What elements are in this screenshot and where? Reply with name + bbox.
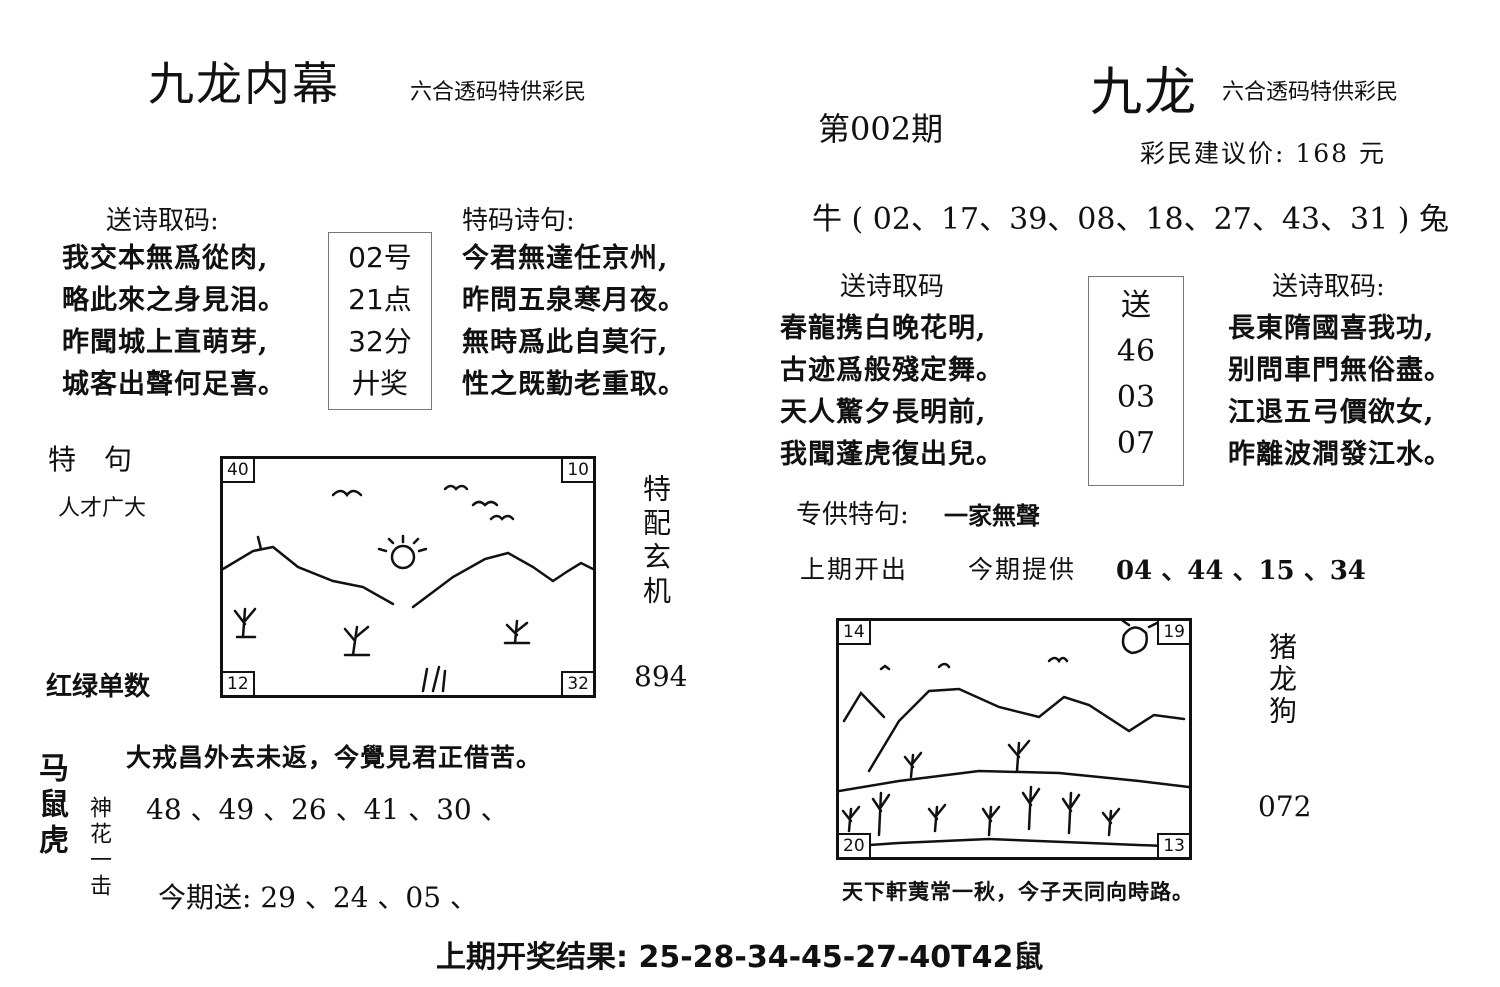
- poem-line: 略此來之身見泪。: [62, 285, 286, 316]
- left-verse-line: 大戎昌外去未返，今覺見君正借苦。: [126, 743, 543, 772]
- right-side-zodiac: 猪龙狗: [1265, 632, 1298, 728]
- picture-corner-bottom-right: 13: [1157, 833, 1189, 857]
- poem-line: 古迹爲般殘定舞。: [780, 355, 1004, 386]
- picture-corner-bottom-left: 20: [839, 833, 871, 857]
- poem-line: 天人驚夕長明前,: [780, 397, 987, 428]
- right-poem1: 春龍携白晚花明, 古迹爲般殘定舞。 天人驚夕長明前, 我聞蓬虎復出兒。: [780, 308, 1004, 476]
- draw-info-item: 21点: [348, 283, 412, 316]
- exclusive-text: 一家無聲: [944, 501, 1040, 530]
- send-box-item: 46: [1116, 334, 1156, 369]
- draw-info-item: 廾奖: [351, 367, 408, 400]
- picture-corner-bottom-right: 32: [561, 671, 593, 695]
- right-side-number: 072: [1258, 790, 1312, 823]
- left-tagline: 六合透码特供彩民: [410, 80, 587, 105]
- draw-info-item: 32分: [348, 325, 412, 358]
- poem-line: 昨離波澗發江水。: [1228, 439, 1452, 470]
- left-picture: 40 10 12 32: [220, 456, 596, 698]
- left-special-poem-label: 特码诗句:: [462, 206, 575, 236]
- poem-line: 我聞蓬虎復出兒。: [780, 439, 1004, 470]
- poem-line: 性之既勤老重取。: [462, 369, 686, 400]
- send-box-item: 送: [1121, 288, 1151, 323]
- shenhua-numbers: 48 、49 、26 、41 、30 、: [146, 793, 509, 826]
- poem-line: 江退五弓價欲女,: [1228, 397, 1435, 428]
- poem-line: 别問車門無俗盡。: [1228, 355, 1452, 386]
- right-picture: 14 19 20 13: [836, 618, 1192, 860]
- poem-line: 昨聞城上直萌芽,: [62, 327, 269, 358]
- poem-line: 昨問五泉寒月夜。: [462, 285, 686, 316]
- today-send: 今期送: 29 、24 、05 、: [158, 881, 478, 914]
- number-row: 牛 ( 02、17、39、08、18、27、43、31 ) 兔: [812, 202, 1449, 237]
- landscape-drawing: [221, 484, 595, 693]
- left-side-label: 特配玄机: [639, 474, 672, 610]
- poem-line: 今君無達任京州,: [462, 243, 669, 274]
- picture-corner-top-right: 19: [1157, 621, 1189, 645]
- left-side-number: 894: [634, 660, 688, 693]
- shenhua-label: 神花一击: [86, 796, 111, 900]
- poem-line: 我交本無爲從肉,: [62, 243, 269, 274]
- picture-corner-bottom-left: 12: [223, 671, 255, 695]
- right-poem2: 長東隋國喜我功, 别問車門無俗盡。 江退五弓價欲女, 昨離波澗發江水。: [1228, 308, 1452, 476]
- this-period-label: 今期提供: [968, 555, 1077, 584]
- right-title: 九龙: [1090, 63, 1199, 123]
- zodiac-vertical: 马鼠虎: [33, 752, 68, 860]
- right-caption: 天下軒荑常一秋，今子天同向時路。: [842, 879, 1194, 904]
- send-box-item: 03: [1116, 380, 1156, 415]
- red-green-label: 红绿单数: [46, 672, 151, 702]
- landscape-drawing: [837, 619, 1191, 849]
- right-tagline: 六合透码特供彩民: [1222, 80, 1399, 105]
- right-poem2-label: 送诗取码:: [1272, 272, 1385, 302]
- issue-number: 第002期: [818, 110, 944, 148]
- last-period-label: 上期开出: [800, 555, 909, 584]
- draw-info-box: 02号 21点 32分 廾奖: [328, 232, 432, 410]
- left-send-poem: 我交本無爲從肉, 略此來之身見泪。 昨聞城上直萌芽, 城客出聲何足喜。: [62, 238, 286, 406]
- poem-line: 無時爲此自莫行,: [462, 327, 669, 358]
- send-box-item: 07: [1116, 426, 1156, 461]
- draw-info-item: 02号: [348, 241, 412, 274]
- picture-corner-top-left: 40: [223, 459, 255, 483]
- send-number-box: 送 46 03 07: [1088, 276, 1184, 486]
- special-phrase: 人才广大: [58, 496, 147, 521]
- poem-line: 城客出聲何足喜。: [62, 369, 286, 400]
- picture-corner-top-left: 14: [839, 621, 871, 645]
- price-text: 彩民建议价: 168 元: [1140, 139, 1387, 168]
- left-special-poem: 今君無達任京州, 昨問五泉寒月夜。 無時爲此自莫行, 性之既勤老重取。: [462, 238, 686, 406]
- this-period-numbers: 04 、44 、15 、34: [1116, 556, 1366, 586]
- special-phrase-label: 特 句: [48, 443, 133, 476]
- left-send-poem-label: 送诗取码:: [106, 206, 219, 236]
- poem-line: 長東隋國喜我功,: [1228, 313, 1435, 344]
- left-title: 九龙内幕: [148, 57, 340, 111]
- footer-result: 上期开奖结果: 25-28-34-45-27-40T42鼠: [436, 940, 1044, 975]
- right-poem1-label: 送诗取码: [840, 272, 945, 302]
- picture-corner-top-right: 10: [561, 459, 593, 483]
- exclusive-label: 专供特句:: [796, 500, 909, 530]
- poem-line: 春龍携白晚花明,: [780, 313, 987, 344]
